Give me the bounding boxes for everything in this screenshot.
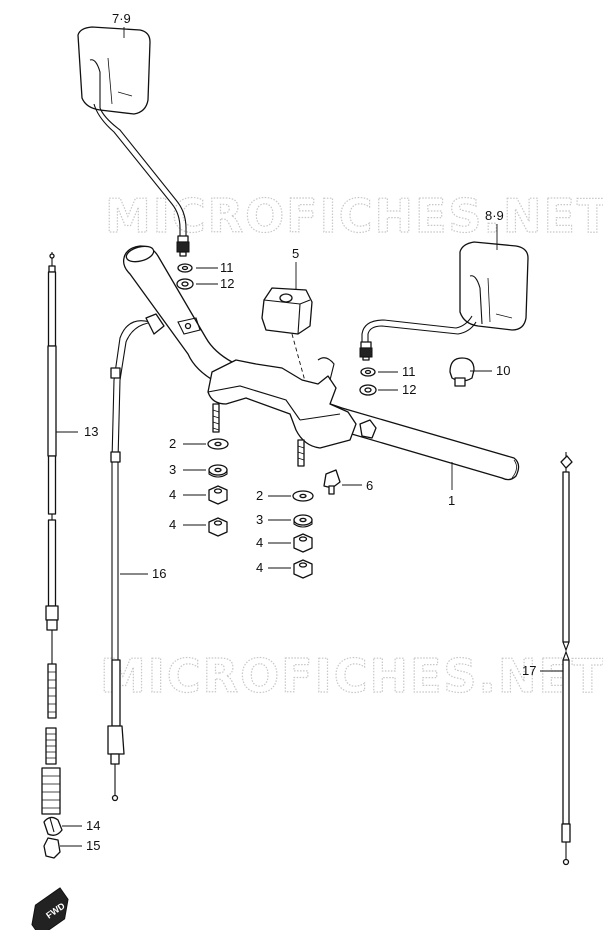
fwd-badge: FWD [31,887,69,930]
callout-2-right: 2 [256,488,263,503]
cable-13 [41,252,61,815]
callout-13: 13 [84,424,98,439]
mirror-left [77,26,190,257]
mirror-right [359,241,529,361]
cable-end-15 [43,837,61,859]
callout-14: 14 [86,818,100,833]
washer-2-left [207,438,229,450]
nut-4-left-upper [208,485,228,505]
watermark-bottom: MICROFICHES.NET [100,649,603,703]
washer-3-left [208,464,228,478]
callout-2-left: 2 [169,436,176,451]
handlebar-clamp [177,317,377,467]
callout-4-left-upper: 4 [169,487,176,502]
bolt-6 [323,469,341,495]
cable-end-14 [43,816,63,836]
nut-4-left-lower [208,517,228,537]
callout-4-left-lower: 4 [169,517,176,532]
callout-1: 1 [448,493,455,508]
callout-4-right-lower: 4 [256,560,263,575]
nut-4-right-lower [293,559,313,579]
holder-block-5 [261,287,313,335]
callout-3-left: 3 [169,462,176,477]
callout-5: 5 [292,246,299,261]
cap-10 [449,357,475,387]
cable-17 [560,452,573,866]
callout-7-9: 7·9 [112,11,131,26]
callout-8-9: 8·9 [485,208,504,223]
callout-17: 17 [522,663,536,678]
handlebar-1 [122,245,520,481]
callout-15: 15 [86,838,100,853]
washer-3-right [293,514,313,528]
watermark-top: MICROFICHES.NET [105,189,603,243]
callout-4-right-upper: 4 [256,535,263,550]
callout-3-right: 3 [256,512,263,527]
washer-2-right [292,490,314,502]
cable-16 [107,313,165,802]
callout-16: 16 [152,566,166,581]
leader-lines [56,27,563,847]
callout-10: 10 [496,363,510,378]
callout-11-right: 11 [402,364,416,379]
callout-12-left: 12 [220,276,234,291]
callout-6: 6 [366,478,373,493]
callout-12-right: 12 [402,382,416,397]
callout-11-left: 11 [220,260,234,275]
nut-4-right-upper [293,533,313,553]
